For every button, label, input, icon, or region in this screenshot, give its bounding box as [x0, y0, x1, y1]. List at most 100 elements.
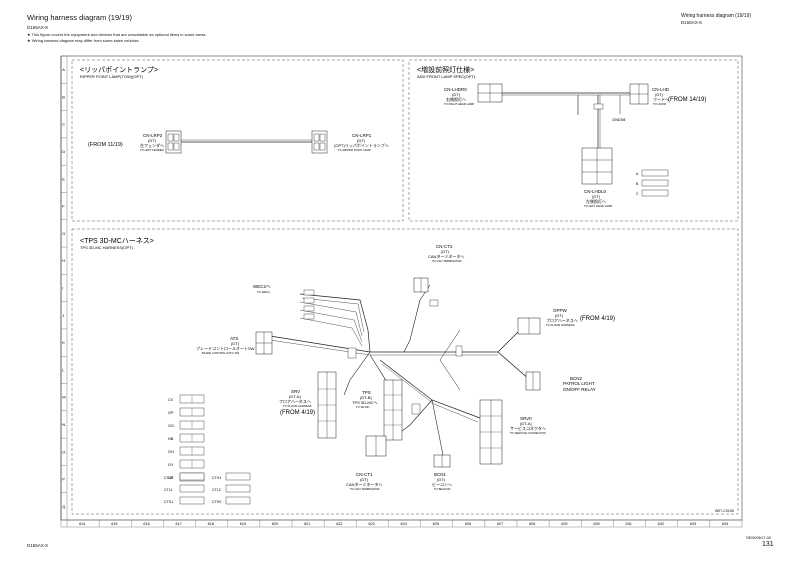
- side-code-a: A: [636, 172, 639, 176]
- lhdr0-desc: 右側照灯へ: [446, 96, 466, 102]
- ripper-from-label: (FROM 11/19): [88, 142, 123, 148]
- terminal-label-cth1: CTH1: [212, 476, 221, 480]
- side-code-c: C: [636, 192, 639, 196]
- lhdl0-desc: 左側照灯へ: [586, 198, 606, 204]
- terminal-label-cth2: CTH2: [212, 500, 221, 504]
- srv0-type: (DT-A): [520, 421, 532, 426]
- ct1-id: CN-CT1: [356, 472, 373, 477]
- ct1-desc: CANターミネータへ: [346, 481, 382, 487]
- wec-terminals: [303, 289, 315, 320]
- diagram-frame: [60, 55, 743, 521]
- column-label-616: 616: [143, 522, 149, 526]
- terminal-label-cts1: CTS1: [164, 500, 173, 504]
- note-2: ★ Wiring harness diagram may differ from…: [27, 38, 140, 43]
- row-label-q: Q: [62, 504, 65, 509]
- row-label-m: M: [62, 395, 65, 400]
- lrp2-id: CN-LRP2: [143, 133, 163, 138]
- bcn2-line2: ON/OFF RELAY: [563, 387, 596, 392]
- connector-lhdl0: [581, 147, 613, 185]
- column-label-632: 632: [658, 522, 664, 526]
- lhdl0-type: (DT): [592, 194, 601, 199]
- terminal-box: [179, 484, 205, 493]
- code-label-gg: GG: [168, 424, 174, 428]
- ct2-id: CN-CT2: [436, 244, 453, 249]
- column-label-627: 627: [497, 522, 503, 526]
- connector-srv0: [479, 399, 503, 465]
- connector-lrp2: [165, 130, 182, 154]
- row-label-k: K: [62, 340, 65, 345]
- tps-desc: TPS 3D-MCへ: [352, 400, 378, 405]
- terminal-box: [179, 472, 205, 481]
- terminal-box: [225, 496, 251, 505]
- tps-section-frame: [71, 228, 739, 515]
- connector-lhdr0: [477, 83, 503, 103]
- bcn1-id: BCN1: [434, 472, 447, 477]
- tps-subtitle: TPS 3D-MC HARNESS(OPT): [80, 245, 134, 250]
- lhdr0-type: (DT): [452, 92, 461, 97]
- ats-type: (DT): [231, 341, 240, 346]
- ct2-type: (DT): [441, 249, 450, 254]
- row-label-i: I: [62, 286, 63, 291]
- column-label-618: 618: [208, 522, 214, 526]
- footer-model: D155AX-8: [27, 543, 48, 548]
- connector-ats: [255, 331, 273, 355]
- connector-bcn1: [433, 454, 451, 468]
- bcn1-sub: TO BEACON: [434, 487, 450, 491]
- connector-lrp1: [311, 130, 328, 154]
- lhdr0-id: CN-LHDR0: [444, 87, 467, 92]
- row-label-f: F: [62, 204, 65, 209]
- side-code-box: [641, 169, 669, 177]
- wec-sub: TO WEC2: [257, 290, 270, 294]
- note-1: ★ This figure covers the equipment and d…: [27, 32, 207, 37]
- row-label-j: J: [62, 313, 64, 318]
- row-label-g: G: [62, 231, 65, 236]
- side-code-box: [641, 179, 669, 187]
- column-label-615: 615: [111, 522, 117, 526]
- srv-from-label: (FROM 4/19): [280, 410, 315, 416]
- model-label: D155AX-8: [27, 25, 48, 30]
- connector-ct2: [413, 277, 429, 293]
- terminal-label-ctc1: CTC1: [164, 476, 173, 480]
- lrp2-type: (DT): [148, 138, 157, 143]
- tps-sub: TO 3D-MC: [356, 405, 369, 409]
- srv-desc: フロアハーネスへ: [279, 398, 311, 404]
- column-label-631: 631: [626, 522, 632, 526]
- tps-ref-code: W07-C0106: [715, 509, 734, 513]
- lrp1-id: CN-LRP1: [352, 133, 372, 138]
- oppw-desc: プロアハーネスへ: [546, 317, 578, 323]
- wec-id: WEC2へ: [253, 284, 271, 289]
- column-label-624: 624: [401, 522, 407, 526]
- connector-bcn2: [525, 371, 541, 391]
- page-number: 131: [762, 541, 774, 548]
- column-label-617: 617: [176, 522, 182, 526]
- bcn2-id: BCN2: [570, 376, 583, 381]
- srv-type: (DT-A): [289, 394, 301, 399]
- oppw-type: (DT): [555, 313, 564, 318]
- column-label-633: 633: [690, 522, 696, 526]
- row-label-h: H: [62, 258, 65, 263]
- row-label-n: N: [62, 422, 65, 427]
- front-lamp-side-codes: ABC: [636, 169, 669, 197]
- column-label-634: 634: [722, 522, 728, 526]
- connector-srv: [317, 371, 337, 439]
- column-label-626: 626: [465, 522, 471, 526]
- ripper-title: <リッパポイントランプ>: [80, 66, 158, 74]
- row-label-c: C: [62, 122, 65, 127]
- front-lamp-title: <増設前照灯仕様>: [417, 65, 474, 74]
- lrp2-sub: TO LEFT FENDER: [140, 148, 164, 152]
- row-label-d: D: [62, 149, 65, 154]
- terminal-label-ctl1: CTL1: [164, 488, 173, 492]
- srv-id: SRV: [291, 389, 300, 394]
- lhd-desc: フードへ: [653, 97, 669, 102]
- lhdl0-id: CN-LHDL0: [584, 189, 607, 194]
- side-code-box: [641, 189, 669, 197]
- code-label-gy: GY: [168, 463, 174, 467]
- ct2-desc: CANターミネータへ: [428, 253, 464, 259]
- lrp2-desc: 左フェンダへ: [140, 142, 164, 148]
- lhd-id: CN-LHD: [652, 87, 670, 92]
